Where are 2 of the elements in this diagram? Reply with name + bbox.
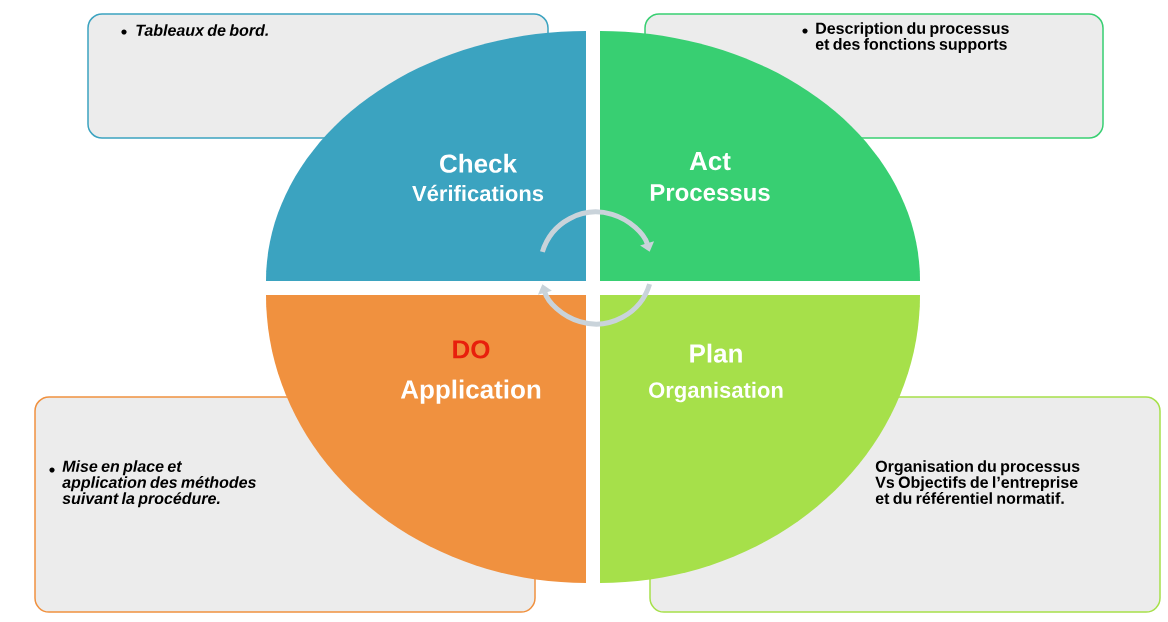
quadrant-sector: DO Application [266,295,586,583]
cycle-arrow [540,209,655,253]
